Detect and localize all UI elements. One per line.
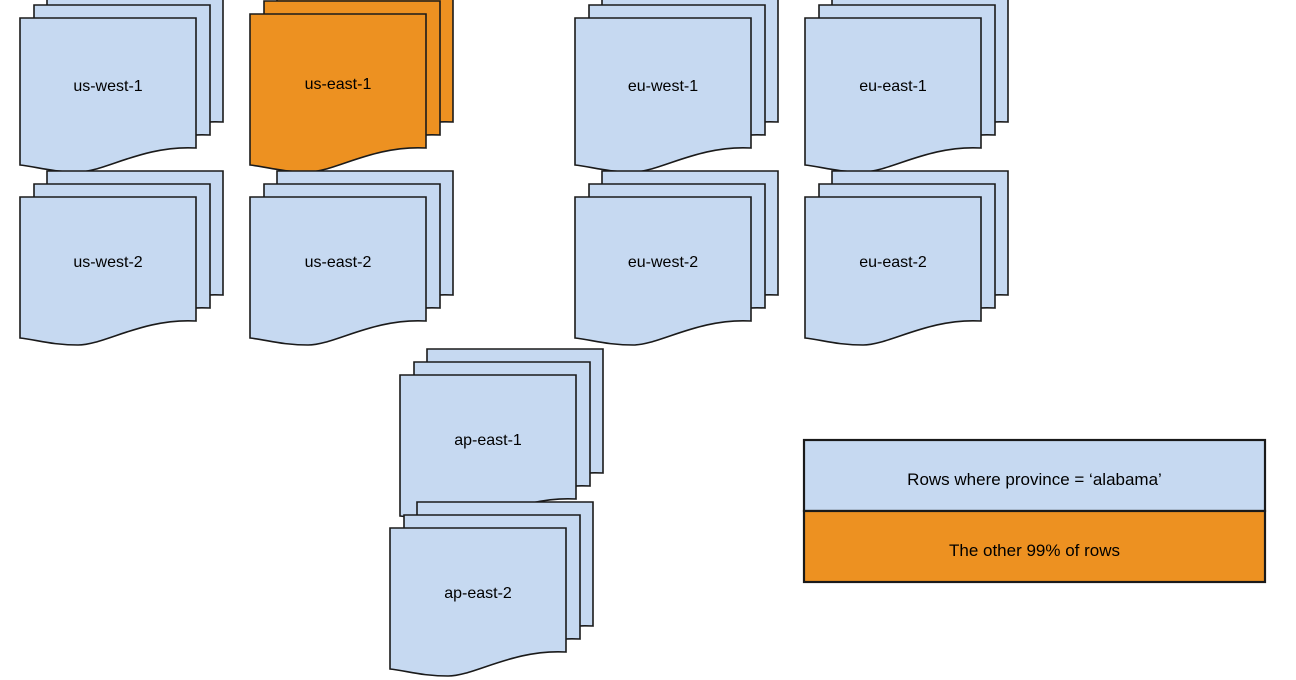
document-stack-eu-east-2[interactable]: eu-east-2 bbox=[804, 170, 1009, 346]
sheet-front-ap-east-1 bbox=[399, 374, 577, 524]
document-stack-us-west-1[interactable]: us-west-1 bbox=[19, 0, 224, 173]
sheet-front-us-west-1 bbox=[19, 17, 197, 173]
sheet-front-eu-west-1 bbox=[574, 17, 752, 173]
sheet-front-eu-west-2 bbox=[574, 196, 752, 346]
document-stack-ap-east-2[interactable]: ap-east-2 bbox=[389, 501, 594, 677]
sheet-front-us-east-1 bbox=[249, 13, 427, 173]
sheet-front-us-east-2 bbox=[249, 196, 427, 346]
sheet-front-eu-east-1 bbox=[804, 17, 982, 173]
document-stack-us-east-2[interactable]: us-east-2 bbox=[249, 170, 454, 346]
document-stack-us-east-1[interactable]: us-east-1 bbox=[249, 0, 454, 173]
sheet-front-eu-east-2 bbox=[804, 196, 982, 346]
legend-swatch-rows-matching bbox=[802, 438, 1267, 513]
sheet-front-ap-east-2 bbox=[389, 527, 567, 677]
sheet-front-us-west-2 bbox=[19, 196, 197, 346]
legend-box: Rows where province = ‘alabama’The other… bbox=[802, 438, 1267, 584]
document-stack-eu-east-1[interactable]: eu-east-1 bbox=[804, 0, 1009, 173]
document-stack-ap-east-1[interactable]: ap-east-1 bbox=[399, 348, 604, 524]
document-stack-us-west-2[interactable]: us-west-2 bbox=[19, 170, 224, 346]
legend-swatch-rows-other bbox=[802, 509, 1267, 584]
document-stack-eu-west-1[interactable]: eu-west-1 bbox=[574, 0, 779, 173]
document-stack-eu-west-2[interactable]: eu-west-2 bbox=[574, 170, 779, 346]
